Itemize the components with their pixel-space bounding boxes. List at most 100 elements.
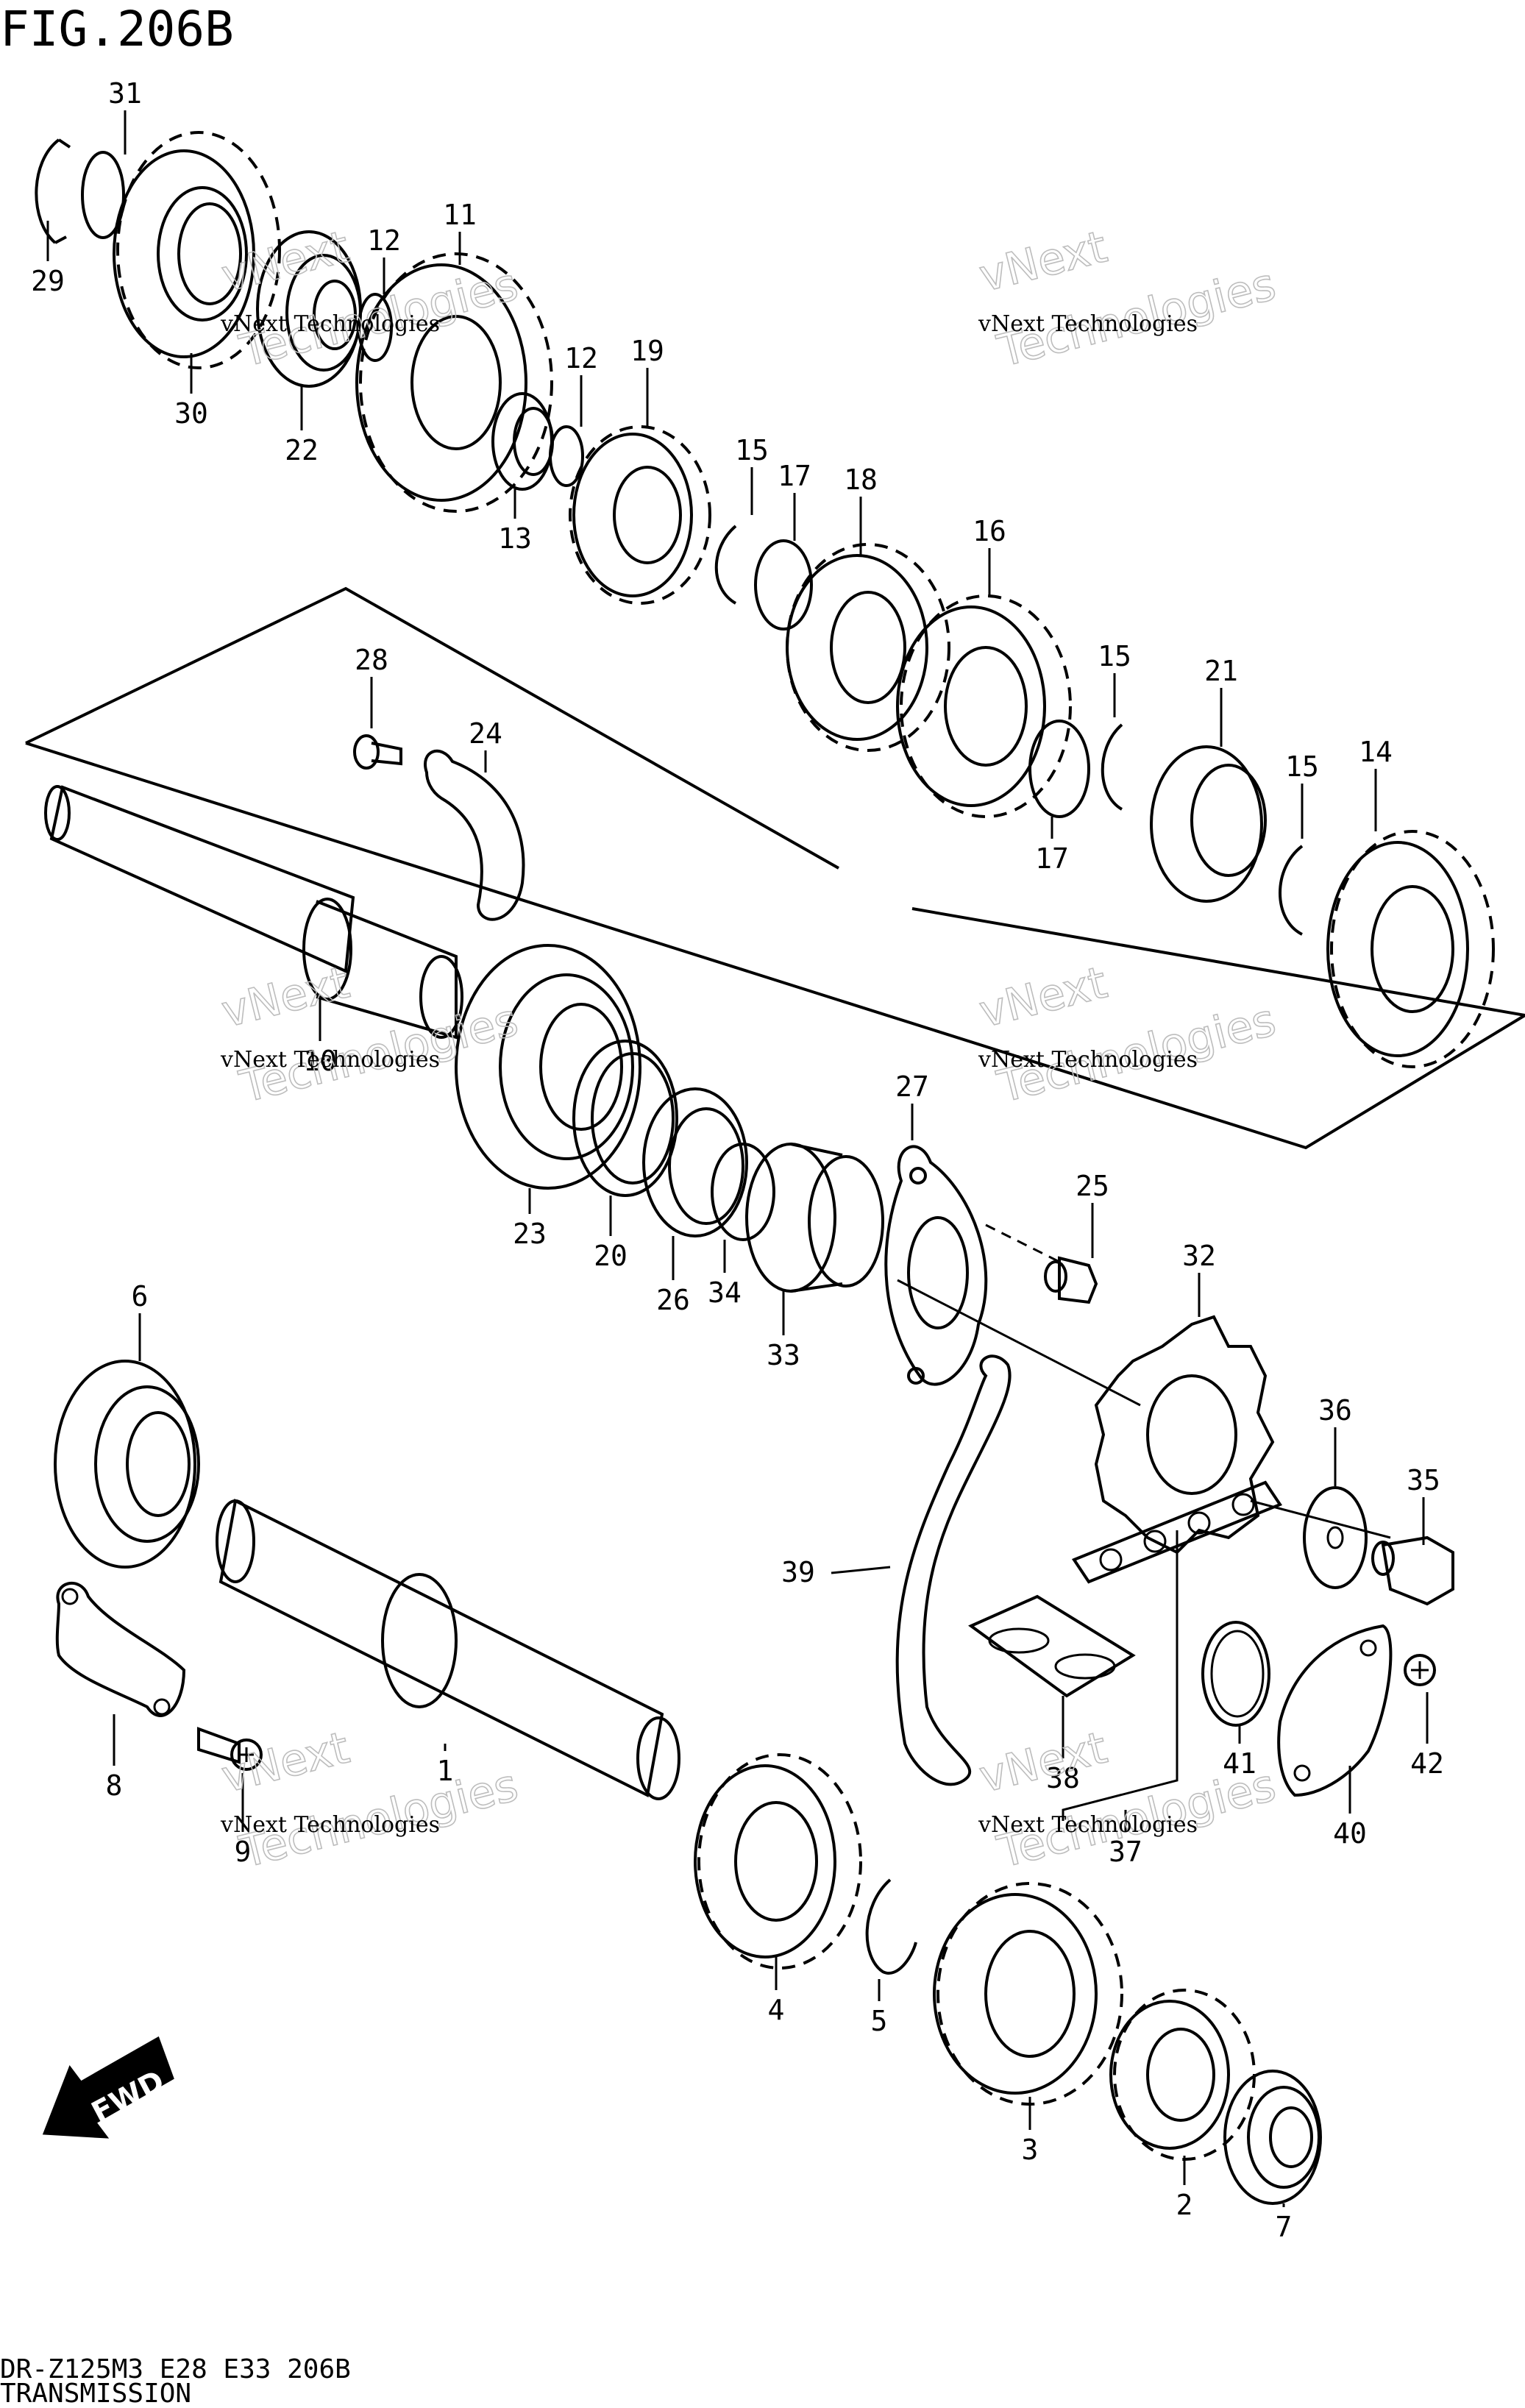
callout-label-39: 39 (781, 1556, 815, 1588)
watermark-text: vNext Technologies (220, 1047, 440, 1073)
callout-label-14: 14 (1359, 736, 1393, 768)
figure-caption: TRANSMISSION (0, 2379, 191, 2408)
callout-label-12a: 12 (367, 224, 401, 257)
watermark-brand: vNext (217, 1722, 355, 1803)
callout-label-32: 32 (1182, 1240, 1216, 1272)
callout-label-3: 3 (1022, 2134, 1039, 2166)
part-33-spacer (745, 1143, 884, 1293)
callout-label-41: 41 (1223, 1747, 1256, 1780)
watermark-text: vNext Technologies (220, 1812, 440, 1838)
part-5-circlip (865, 1878, 917, 1975)
part-20-ring (572, 1040, 678, 1197)
callout-label-42: 42 (1410, 1747, 1444, 1780)
part-9-screw (197, 1727, 263, 1771)
callout-label-35: 35 (1407, 1464, 1440, 1496)
callout-label-18: 18 (844, 464, 878, 496)
part-1-main-shaft (216, 1499, 680, 1800)
assembly-guide-lines (897, 1223, 1391, 1539)
callout-label-24: 24 (469, 717, 502, 750)
part-12-washer-a (358, 293, 393, 362)
part-3-gear (933, 1882, 1123, 2106)
part-7-bearing (1223, 2070, 1322, 2205)
callout-label-26: 26 (656, 1284, 690, 1316)
callout-label-15a: 15 (735, 434, 769, 466)
watermark-brand: vNext (217, 957, 355, 1038)
watermark-brand: vNext (975, 1722, 1112, 1803)
part-31-washer (81, 151, 125, 239)
callout-label-21: 21 (1204, 655, 1238, 687)
part-4-gear (694, 1753, 862, 1970)
callout-label-9: 9 (235, 1836, 252, 1868)
callout-label-8: 8 (106, 1769, 123, 1802)
part-12-washer-b (549, 425, 584, 487)
callout-label-22: 22 (285, 434, 319, 466)
watermark-text: vNext Technologies (978, 311, 1198, 337)
part-42-screw (1404, 1654, 1436, 1686)
watermark-brand: vNext (975, 221, 1112, 302)
callout-label-29: 29 (31, 265, 65, 297)
callout-label-12b: 12 (564, 342, 598, 374)
part-14-gear (1326, 830, 1495, 1068)
part-15-circlip-b (1101, 723, 1123, 811)
part-6-bearing (54, 1360, 200, 1569)
part-17-washer-b (1028, 720, 1090, 818)
part-19-gear (569, 425, 711, 605)
figure-title: FIG.206B (0, 1, 234, 57)
part-34-o-ring (711, 1143, 775, 1241)
part-28-screw (353, 734, 402, 770)
part-2-gear (1109, 1989, 1256, 2161)
callout-label-31: 31 (108, 77, 142, 110)
fwd-arrow-icon: FWD (42, 2036, 174, 2139)
callout-label-1: 1 (437, 1755, 454, 1787)
callout-label-33: 33 (767, 1339, 800, 1371)
callout-label-13: 13 (498, 522, 532, 555)
part-27-plate (884, 1145, 988, 1386)
callout-label-28: 28 (355, 644, 388, 676)
callout-label-23: 23 (513, 1218, 547, 1250)
part-18-gear (786, 543, 950, 752)
callout-label-17b: 17 (1035, 842, 1069, 875)
callout-label-4: 4 (768, 1994, 785, 2026)
callout-label-2: 2 (1176, 2189, 1193, 2221)
part-21-bushing (1150, 745, 1267, 903)
model-code: DR-Z125M3 E28 E33 206B (0, 2354, 351, 2384)
watermark-text: vNext Technologies (978, 1812, 1198, 1838)
callout-label-30: 30 (174, 397, 208, 430)
leader-line-39 (831, 1566, 891, 1574)
watermark-brand: vNext (975, 957, 1112, 1038)
callout-label-5: 5 (871, 2005, 888, 2037)
callout-label-7: 7 (1276, 2211, 1293, 2243)
callout-label-11: 11 (443, 199, 477, 231)
callout-label-15c: 15 (1285, 750, 1319, 783)
callout-label-20: 20 (594, 1240, 628, 1272)
countershaft-group-frame (25, 586, 1525, 1150)
part-39-chain-guide (895, 1354, 1012, 1786)
part-40-cover (1277, 1624, 1393, 1797)
part-15-circlip-c (1279, 845, 1304, 936)
part-36-washer (1303, 1486, 1368, 1589)
part-17-washer-a (754, 539, 813, 631)
part-37-bracket (1062, 1530, 1179, 1821)
part-10-countershaft (44, 785, 463, 1040)
callout-label-17a: 17 (778, 460, 811, 492)
part-23-bearing (455, 944, 641, 1190)
part-11-gear (355, 252, 553, 513)
callout-leader-lines (46, 110, 1429, 2207)
part-29-circlip (35, 138, 71, 244)
callout-label-19: 19 (630, 335, 664, 367)
part-15-circlip-a (714, 525, 737, 605)
callout-label-15b: 15 (1098, 640, 1131, 672)
callout-label-16: 16 (973, 515, 1006, 547)
watermark-text: vNext Technologies (978, 1047, 1198, 1073)
callout-label-40: 40 (1333, 1817, 1367, 1850)
part-8-retainer (55, 1582, 186, 1717)
callout-label-25: 25 (1076, 1170, 1109, 1202)
callout-label-37: 37 (1109, 1836, 1142, 1868)
callout-label-34: 34 (708, 1276, 742, 1309)
